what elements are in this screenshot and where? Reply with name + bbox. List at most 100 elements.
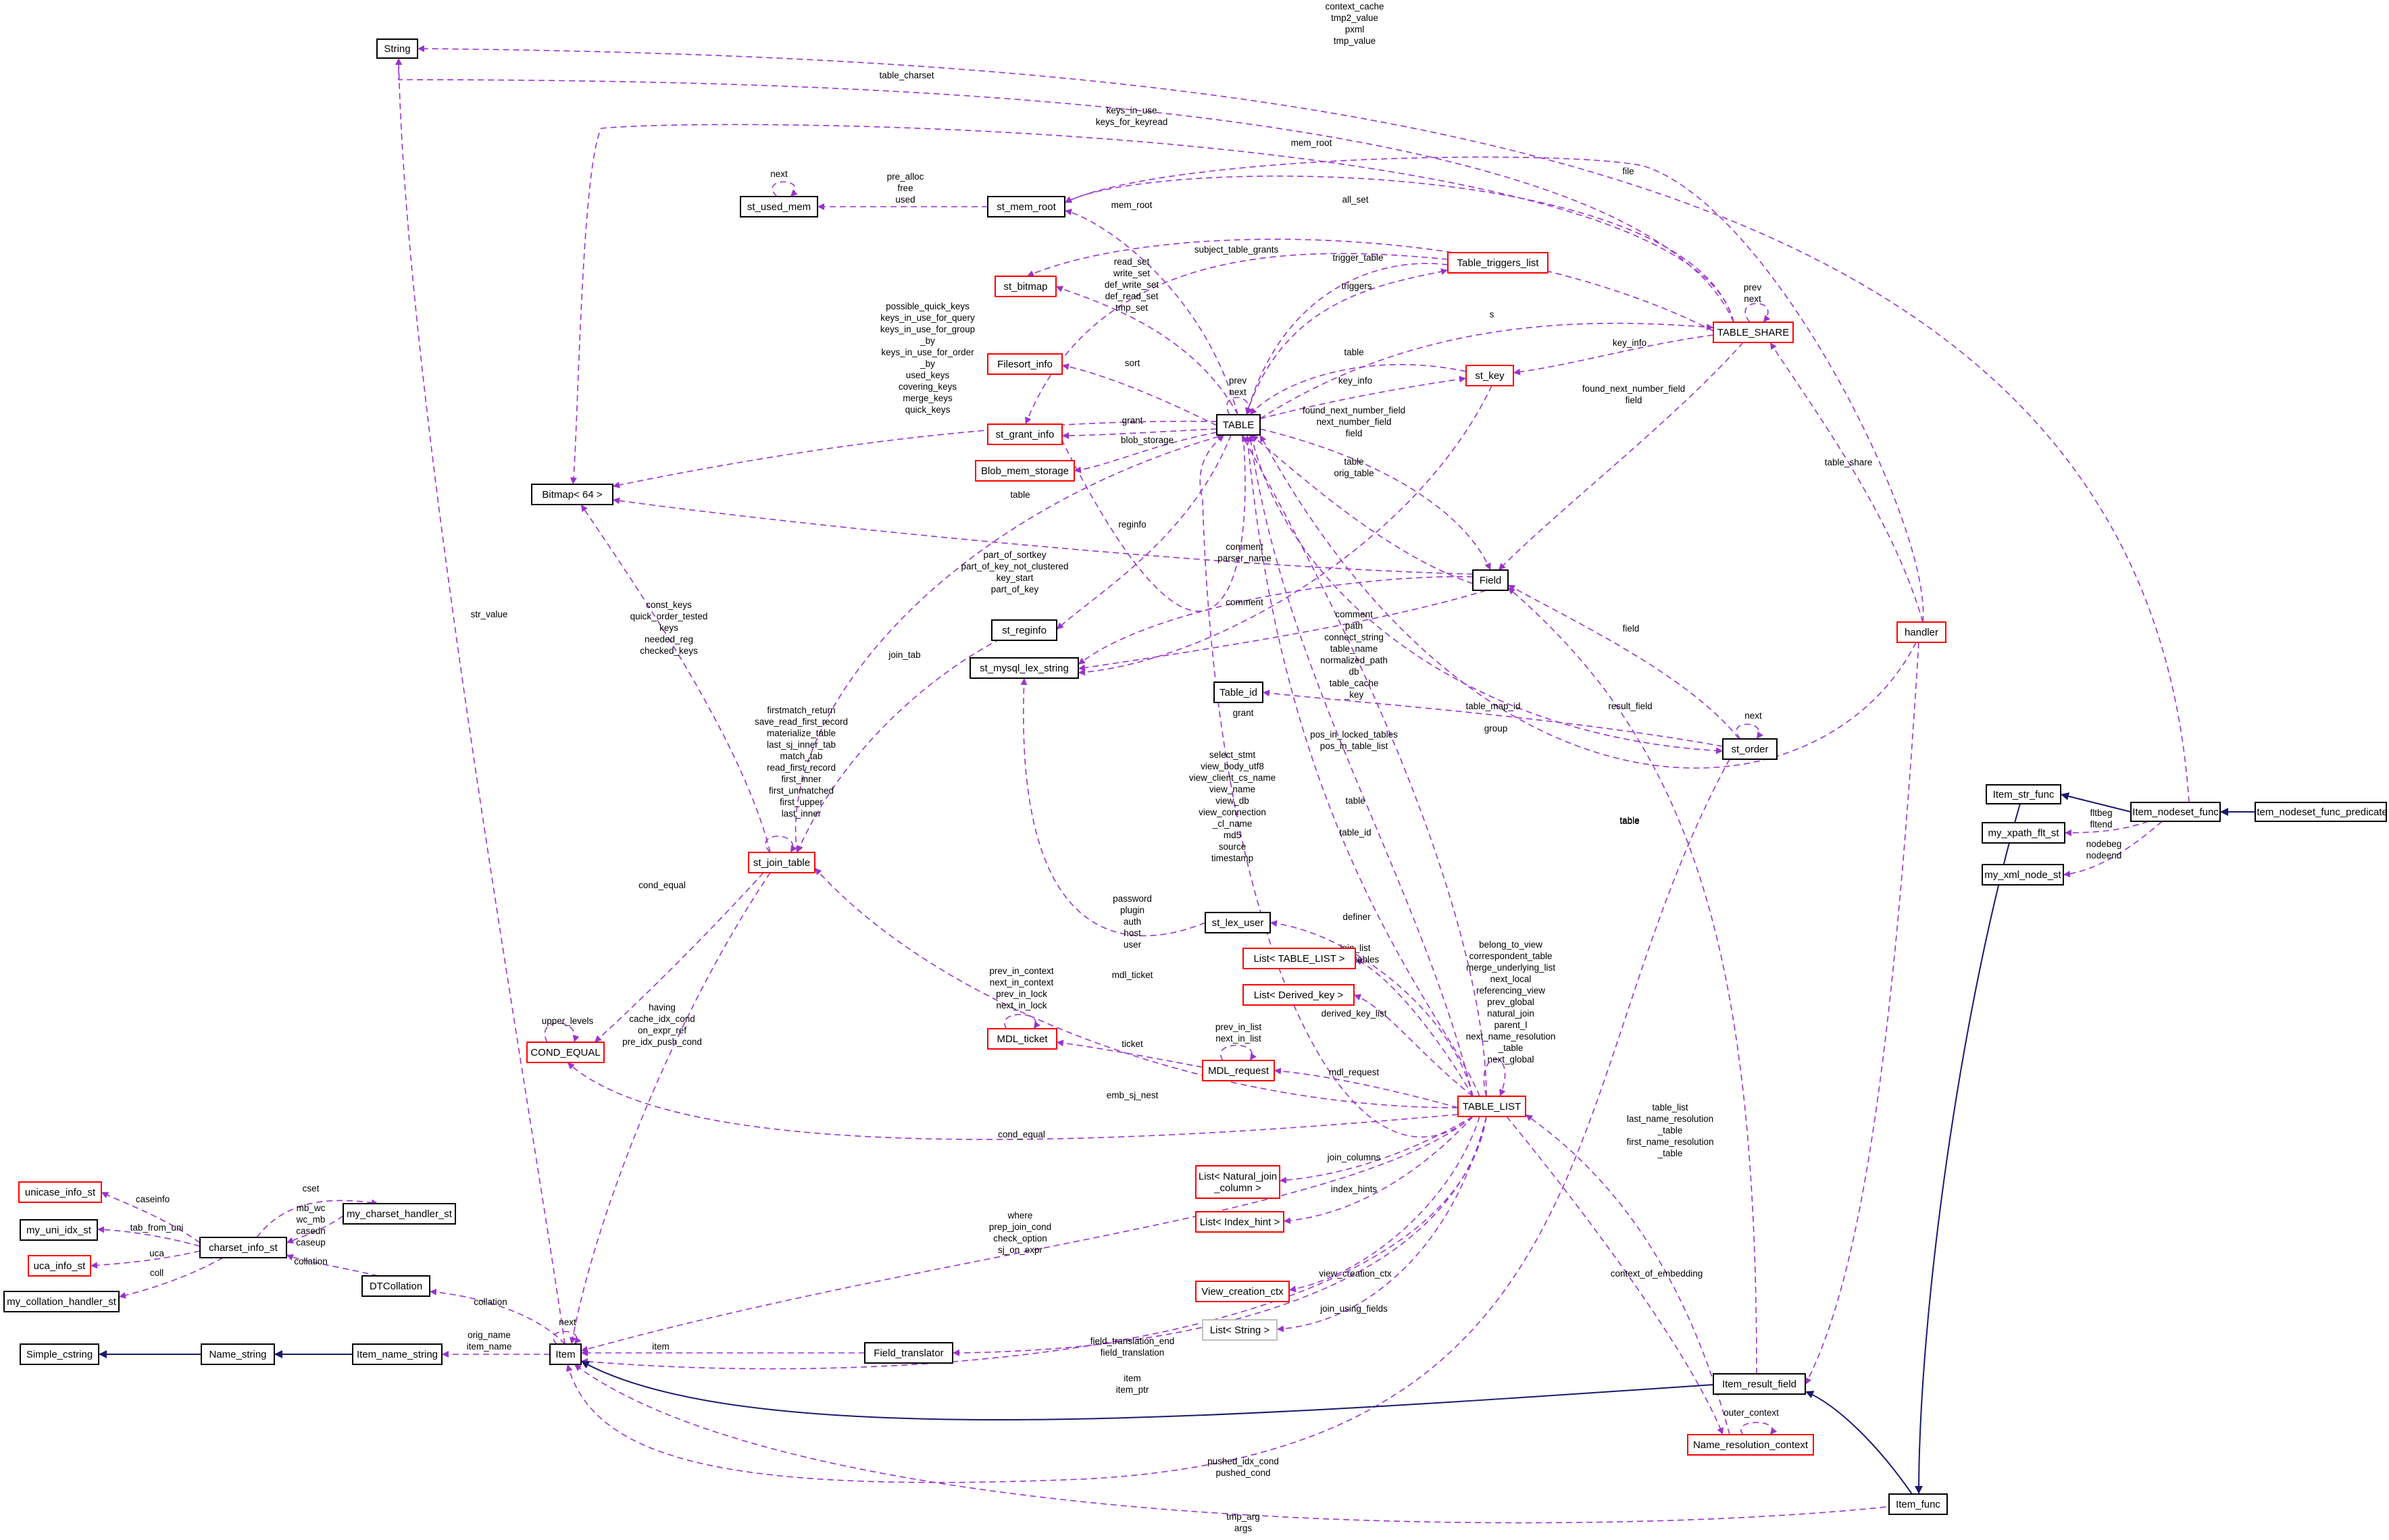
- usage-edge: [1241, 434, 1487, 1097]
- class-node-mdl-request[interactable]: MDL_request: [1202, 1060, 1275, 1081]
- usage-edge: [1805, 642, 1919, 1385]
- class-node-blob-mem-storage[interactable]: Blob_mem_storage: [975, 460, 1075, 482]
- usage-edge: [101, 1191, 201, 1243]
- class-node-field-translator[interactable]: Field_translator: [864, 1342, 953, 1364]
- edge-label-blob-storage: blob_storage: [1121, 435, 1174, 445]
- class-node-list-table-list[interactable]: List< TABLE_LIST >: [1242, 948, 1356, 969]
- class-label: TABLE: [1223, 419, 1254, 431]
- class-node-item-str-func[interactable]: Item_str_func: [1986, 784, 2061, 804]
- class-node-item-nodeset-func-predicate[interactable]: Item_nodeset_func_predicate: [2254, 802, 2388, 822]
- edge-label-trigger-table: trigger_table: [1332, 253, 1383, 263]
- class-node-st-order[interactable]: st_order: [1722, 738, 1778, 760]
- class-label: List< Index_hint >: [1200, 1216, 1280, 1228]
- class-node-list-derived-key[interactable]: List< Derived_key >: [1242, 984, 1355, 1006]
- edge-label-table-share-h: table_share: [1825, 457, 1873, 467]
- edge-label-table-tl: table: [1345, 796, 1365, 806]
- class-label: Item_nodeset_func: [2132, 806, 2219, 818]
- class-node-item-name-string[interactable]: Item_name_string: [352, 1343, 443, 1365]
- class-node-item[interactable]: Item: [549, 1343, 582, 1365]
- class-node-list-index-hint[interactable]: List< Index_hint >: [1195, 1211, 1284, 1233]
- class-node-st-bitmap[interactable]: st_bitmap: [995, 276, 1057, 297]
- class-node-mdl-ticket[interactable]: MDL_ticket: [987, 1028, 1057, 1050]
- class-label: st_bitmap: [1003, 281, 1047, 292]
- class-node-st-grant-info[interactable]: st_grant_info: [987, 424, 1063, 445]
- class-node-field[interactable]: Field: [1472, 569, 1509, 591]
- class-box: [352, 1343, 443, 1365]
- usage-edge: [1020, 677, 1206, 937]
- class-label: String: [384, 43, 410, 55]
- class-node-item-func[interactable]: Item_func: [1888, 1493, 1948, 1515]
- class-node-name-resolution-context[interactable]: Name_resolution_context: [1687, 1434, 1814, 1456]
- usage-edge: [814, 867, 1459, 1108]
- class-node-my-collation-handler-st[interactable]: my_collation_handler_st: [3, 1291, 120, 1312]
- class-node-st-lex-user[interactable]: st_lex_user: [1205, 912, 1271, 933]
- class-box: [740, 196, 818, 217]
- usage-edge: [1251, 434, 1724, 754]
- usage-edge: [2064, 821, 2149, 836]
- class-node-dtcollation[interactable]: DTCollation: [361, 1275, 430, 1297]
- usage-edge: [1026, 238, 1714, 332]
- class-node-view-creation-ctx[interactable]: View_creation_ctx: [1195, 1281, 1290, 1302]
- class-node-handler[interactable]: handler: [1896, 621, 1946, 643]
- edge-label-mdl-request: mdl_request: [1329, 1067, 1380, 1077]
- usage-edge: [417, 45, 2190, 803]
- usage-edge: [1078, 590, 1487, 671]
- class-node-my-charset-handler-st[interactable]: my_charset_handler_st: [343, 1203, 456, 1225]
- edge-label-table-id: table_id: [1339, 827, 1371, 838]
- class-box: [20, 1343, 99, 1365]
- class-box: [199, 1237, 287, 1258]
- class-node-charset-info-st[interactable]: charset_info_st: [199, 1237, 287, 1258]
- class-node-item-result-field[interactable]: Item_result_field: [1713, 1373, 1806, 1395]
- class-node-table-triggers-list[interactable]: Table_triggers_list: [1447, 252, 1549, 274]
- class-node-uca-info-st[interactable]: uca_info_st: [28, 1255, 91, 1277]
- class-node-my-xpath-flt-st[interactable]: my_xpath_flt_st: [1982, 822, 2065, 844]
- class-label: TABLE_SHARE: [1717, 327, 1789, 338]
- class-node-st-used-mem[interactable]: st_used_mem: [740, 196, 818, 217]
- class-node-list-natural-join[interactable]: List< Natural_join_column >: [1195, 1165, 1280, 1199]
- class-node-st-join-table[interactable]: st_join_table: [748, 852, 815, 873]
- class-label: uca_info_st: [34, 1260, 86, 1272]
- class-node-st-key[interactable]: st_key: [1465, 365, 1514, 386]
- class-node-table[interactable]: TABLE: [1216, 414, 1261, 436]
- class-node-my-uni-idx-st[interactable]: my_uni_idx_st: [20, 1219, 98, 1241]
- class-node-filesort-info[interactable]: Filesort_info: [987, 353, 1063, 375]
- class-node-my-xml-node-st[interactable]: my_xml_node_st: [1982, 864, 2064, 886]
- class-box: [1896, 621, 1946, 643]
- class-node-list-string[interactable]: List< String >: [1202, 1319, 1278, 1341]
- class-box: [1982, 822, 2065, 844]
- class-label: List< Derived_key >: [1254, 990, 1344, 1001]
- class-node-st-mysql-lex-string[interactable]: st_mysql_lex_string: [970, 657, 1079, 679]
- class-label: Filesort_info: [997, 359, 1053, 370]
- class-node-simple-cstring[interactable]: Simple_cstring: [20, 1343, 99, 1365]
- class-node-table-id[interactable]: Table_id: [1213, 682, 1263, 703]
- usage-edge: [1064, 156, 1924, 623]
- class-box: [975, 460, 1075, 482]
- class-node-table-share[interactable]: TABLE_SHARE: [1713, 322, 1794, 343]
- class-node-item-nodeset-func[interactable]: Item_nodeset_func: [2130, 802, 2221, 822]
- usage-edge: [1269, 920, 1474, 1097]
- usage-edge: [565, 759, 1730, 1483]
- class-box: [1216, 414, 1261, 436]
- class-node-st-reginfo[interactable]: st_reginfo: [991, 619, 1057, 641]
- edge-label-s: s: [1490, 309, 1494, 319]
- class-node-cond-equal[interactable]: COND_EQUAL: [526, 1042, 605, 1063]
- usage-edge: [1251, 434, 1474, 584]
- class-node-name-string[interactable]: Name_string: [201, 1343, 275, 1365]
- edge-label-subject-grants: subject_table_grants: [1194, 245, 1279, 255]
- usage-edge: [2063, 821, 2163, 877]
- usage-edge: [97, 1226, 201, 1247]
- class-node-string[interactable]: String: [376, 38, 418, 59]
- class-node-bitmap[interactable]: Bitmap< 64 >: [531, 484, 613, 505]
- usage-edge: [1078, 385, 1492, 676]
- class-node-table-list[interactable]: TABLE_LIST: [1457, 1096, 1526, 1117]
- class-box: [1982, 864, 2064, 886]
- class-label: st_order: [1731, 744, 1768, 755]
- class-node-st-mem-root[interactable]: st_mem_root: [987, 196, 1065, 217]
- class-node-unicase-info-st[interactable]: unicase_info_st: [18, 1181, 102, 1203]
- usage-edge: [612, 420, 1217, 488]
- class-box: [201, 1343, 275, 1365]
